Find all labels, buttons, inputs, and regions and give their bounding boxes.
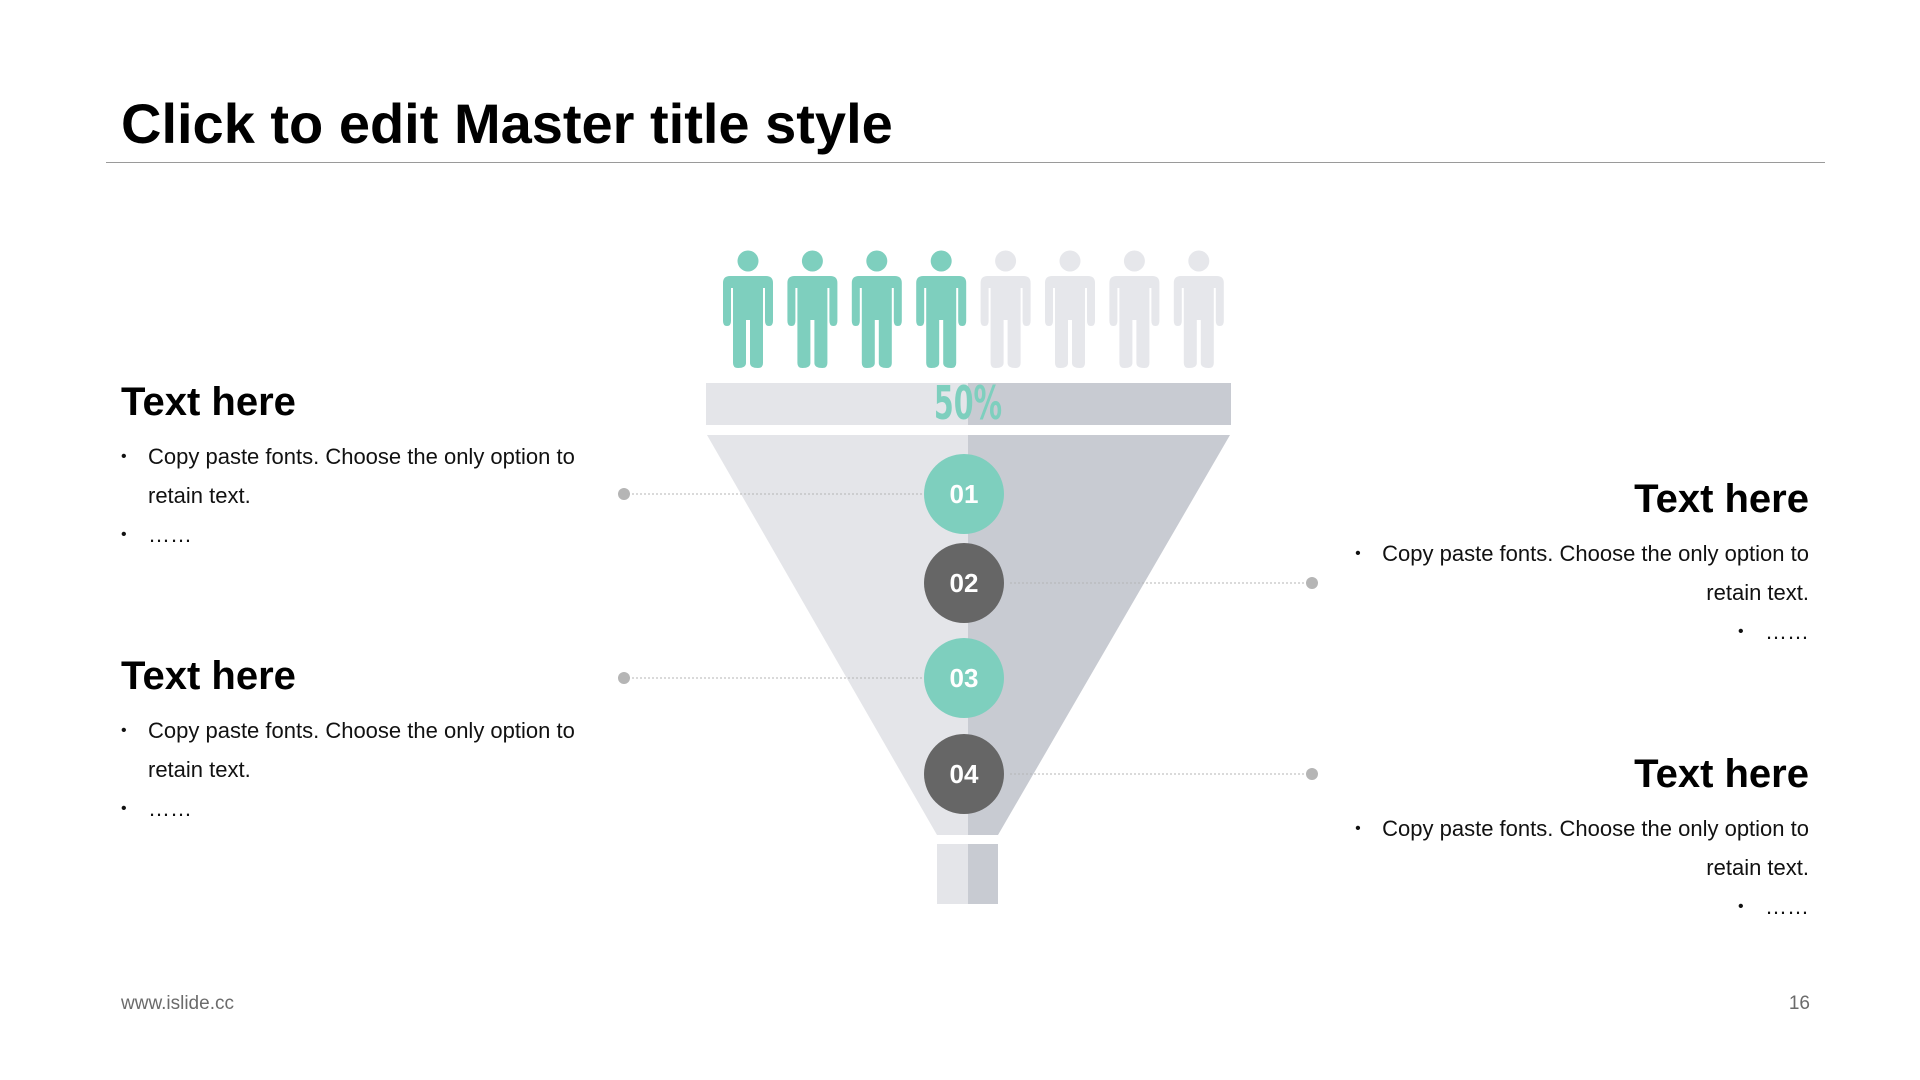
slide-title[interactable]: Click to edit Master title style xyxy=(121,92,893,155)
bullet-text-line-1: Copy paste fonts. Choose the only option… xyxy=(1382,816,1809,841)
bullet-item[interactable]: Copy paste fonts. Choose the only option… xyxy=(121,711,601,789)
connector-dot-01 xyxy=(618,488,630,500)
step-04[interactable]: 04 xyxy=(924,734,1004,814)
step-03[interactable]: 03 xyxy=(924,638,1004,718)
step-04-circle xyxy=(924,734,1004,814)
person-icon xyxy=(1173,250,1224,368)
connector-dot-04 xyxy=(1306,768,1318,780)
percent-bar-left xyxy=(706,383,968,425)
block-heading[interactable]: Text here xyxy=(121,380,296,424)
bullet-dot: • xyxy=(1738,898,1744,915)
step-03-number: 03 xyxy=(950,663,979,693)
step-04-number: 04 xyxy=(950,759,979,789)
step-02-circle xyxy=(924,543,1004,623)
footer-url[interactable]: www.islide.cc xyxy=(121,993,234,1014)
person-icon-highlighted xyxy=(723,250,773,368)
funnel-spout-left xyxy=(937,844,968,904)
bullet-item[interactable]: • …… xyxy=(1329,887,1809,926)
percent-label: 50% xyxy=(934,377,1002,431)
person-icon xyxy=(1045,250,1095,368)
text-block-left-bottom: Text here Copy paste fonts. Choose the o… xyxy=(121,651,601,828)
bullet-item[interactable]: …… xyxy=(121,789,601,828)
bullet-text: …… xyxy=(1765,894,1809,919)
bullet-dot: • xyxy=(1355,820,1361,837)
bullet-text-line-1: Copy paste fonts. Choose the only option… xyxy=(1382,541,1809,566)
block-heading[interactable]: Text here xyxy=(1634,477,1809,521)
bullet-item[interactable]: • Copy paste fonts. Choose the only optio… xyxy=(1329,809,1809,848)
connector-dot-03 xyxy=(618,672,630,684)
step-02-number: 02 xyxy=(950,568,979,598)
bullet-item[interactable]: Copy paste fonts. Choose the only option… xyxy=(121,437,601,515)
person-icon-highlighted xyxy=(851,250,902,368)
block-heading[interactable]: Text here xyxy=(121,654,296,698)
bullet-list: Copy paste fonts. Choose the only option… xyxy=(121,437,601,554)
connector-dot-02 xyxy=(1306,577,1318,589)
text-block-left-top: Text here Copy paste fonts. Choose the o… xyxy=(121,377,601,554)
step-02[interactable]: 02 xyxy=(924,543,1004,623)
bullet-item[interactable]: • …… xyxy=(1329,612,1809,651)
page-number: 16 xyxy=(1788,993,1810,1014)
funnel-right-half xyxy=(968,435,1230,835)
bullet-item-continuation[interactable]: retain text. xyxy=(1706,580,1809,605)
step-01[interactable]: 01 xyxy=(924,454,1004,534)
title-divider xyxy=(106,162,1825,163)
percent-bar-right xyxy=(968,383,1231,425)
step-01-circle xyxy=(924,454,1004,534)
bullet-item-continuation[interactable]: retain text. xyxy=(1706,855,1809,880)
text-block-right-top: Text here • Copy paste fonts. Choose the … xyxy=(1329,474,1809,651)
bullet-dot: • xyxy=(1738,623,1744,640)
block-heading[interactable]: Text here xyxy=(1634,752,1809,796)
funnel-spout-right xyxy=(968,844,998,904)
step-01-number: 01 xyxy=(950,479,979,509)
person-icon-highlighted xyxy=(916,250,967,368)
person-icon xyxy=(1109,250,1160,368)
step-03-circle xyxy=(924,638,1004,718)
bullet-list: • Copy paste fonts. Choose the only optio… xyxy=(1329,534,1809,651)
bullet-item[interactable]: …… xyxy=(121,515,601,554)
bullet-text: …… xyxy=(1765,619,1809,644)
people-row xyxy=(723,250,1224,368)
bullet-list: Copy paste fonts. Choose the only option… xyxy=(121,711,601,828)
text-block-right-bottom: Text here • Copy paste fonts. Choose the … xyxy=(1329,749,1809,926)
person-icon-highlighted xyxy=(787,250,838,368)
person-icon xyxy=(980,250,1031,368)
bullet-item[interactable]: • Copy paste fonts. Choose the only optio… xyxy=(1329,534,1809,573)
bullet-list: • Copy paste fonts. Choose the only optio… xyxy=(1329,809,1809,926)
bullet-dot: • xyxy=(1355,545,1361,562)
funnel-left-half xyxy=(707,435,968,835)
